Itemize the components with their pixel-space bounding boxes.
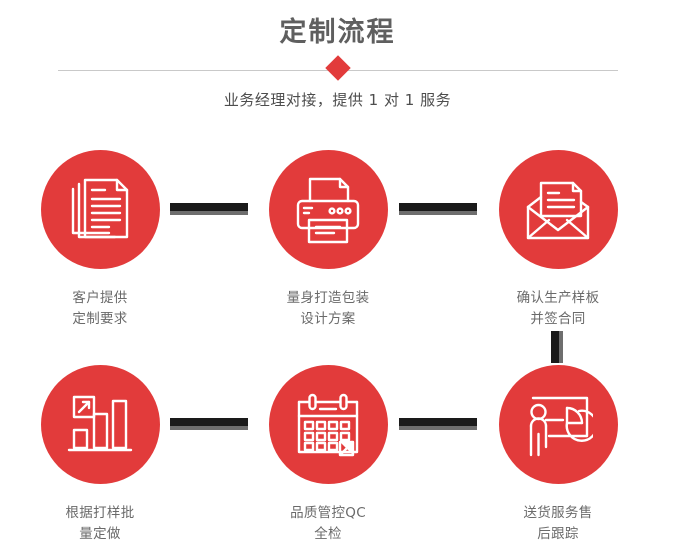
connector-shadow (170, 426, 248, 430)
connector-step3-step6 (551, 331, 563, 363)
connector-shadow (399, 426, 477, 430)
connector-step1-step2 (170, 203, 248, 215)
process-step-6[interactable]: 送货服务售 后跟踪 (478, 365, 638, 545)
connector-shadow (170, 211, 248, 215)
step-3-icon-circle (498, 150, 618, 269)
step-1-label: 客户提供 定制要求 (72, 290, 128, 327)
presenter-pie-chart-icon (523, 390, 593, 460)
documents-stack-icon (65, 175, 135, 245)
envelope-letter-icon (523, 175, 593, 245)
connector-step2-step3 (399, 203, 477, 215)
printer-icon (293, 175, 363, 245)
process-step-3[interactable]: 确认生产样板 并签合同 (478, 150, 638, 330)
connector-step4-step5 (170, 418, 248, 430)
step-6-icon-circle (498, 365, 618, 484)
step-3-label: 确认生产样板 并签合同 (516, 290, 600, 327)
connector-bar (399, 203, 477, 211)
calendar-check-icon (293, 390, 363, 460)
step-5-label: 品质管控QC 全检 (290, 505, 366, 542)
connector-shadow (559, 331, 563, 363)
bar-chart-growth-icon (65, 390, 135, 460)
connector-bar (170, 203, 248, 211)
step-4-icon-circle (40, 365, 160, 484)
step-1-icon-circle (40, 150, 160, 269)
process-step-2[interactable]: 量身打造包装 设计方案 (248, 150, 408, 330)
step-2-label: 量身打造包装 设计方案 (286, 290, 370, 327)
page-title: 定制流程 (279, 17, 396, 48)
process-step-1[interactable]: 客户提供 定制要求 (20, 150, 180, 330)
connector-bar (399, 418, 477, 426)
page-subtitle: 业务经理对接，提供 1 对 1 服务 (223, 91, 452, 109)
step-4-label: 根据打样批 量定做 (65, 505, 135, 542)
connector-shadow (399, 211, 477, 215)
step-2-icon-circle (268, 150, 388, 269)
process-step-5[interactable]: 品质管控QC 全检 (248, 365, 408, 545)
title-divider (58, 55, 618, 84)
connector-step5-step6 (399, 418, 477, 430)
step-6-label: 送货服务售 后跟踪 (523, 505, 593, 542)
connector-bar (170, 418, 248, 426)
connector-bar (551, 331, 559, 363)
step-5-icon-circle (268, 365, 388, 484)
page-header: 定制流程 业务经理对接，提供 1 对 1 服务 (0, 0, 675, 130)
process-step-4[interactable]: 根据打样批 量定做 (20, 365, 180, 545)
